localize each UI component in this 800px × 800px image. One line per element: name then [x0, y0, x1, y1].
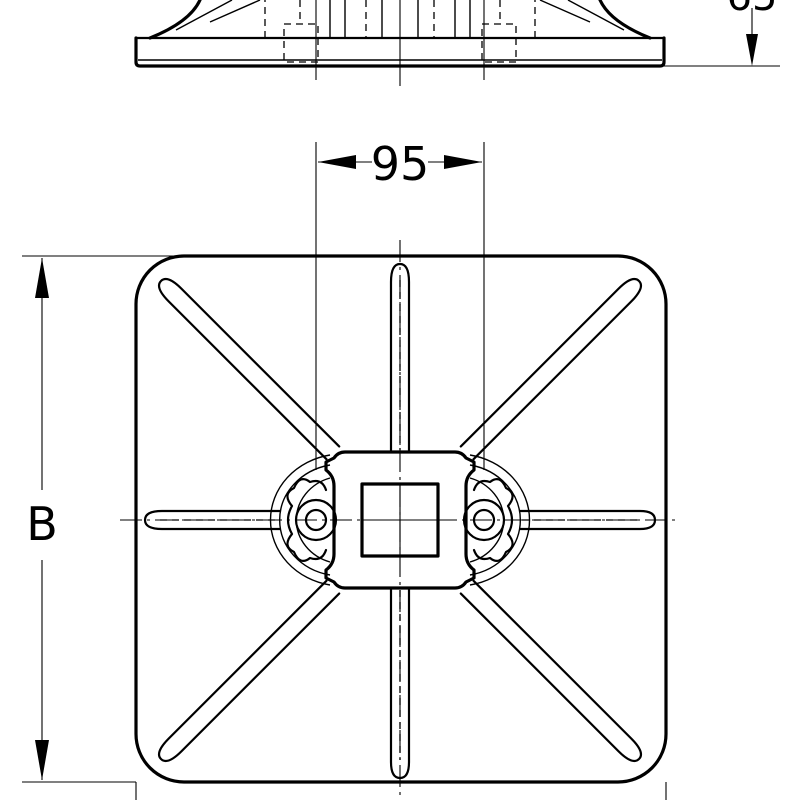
height-label-b: B [26, 497, 58, 551]
rib-bottom-left [157, 579, 341, 763]
height-label-65: 65 [727, 0, 778, 20]
rib-top [389, 262, 411, 454]
rib-left [143, 509, 282, 531]
base-plate-outline [134, 254, 668, 784]
left-bolt-boss [269, 454, 338, 586]
left-bolt-hole [304, 508, 328, 532]
central-hub [324, 450, 476, 590]
height-dimension-65: 65 [727, 0, 778, 66]
side-view [134, 0, 780, 86]
width-dimension-95: 95 [315, 137, 485, 470]
rib-top-left [157, 277, 341, 461]
height-dimension-b: B [22, 255, 200, 783]
right-bolt-boss [462, 454, 531, 586]
plan-view [120, 240, 680, 800]
width-label-95: 95 [371, 137, 430, 191]
rib-bottom-right [459, 579, 643, 763]
right-bolt-outer [462, 498, 506, 542]
rib-right [518, 509, 657, 531]
rib-top-right [459, 277, 643, 461]
right-bolt-hole [472, 508, 496, 532]
left-bolt-outer [294, 498, 338, 542]
rib-bottom [389, 586, 411, 780]
